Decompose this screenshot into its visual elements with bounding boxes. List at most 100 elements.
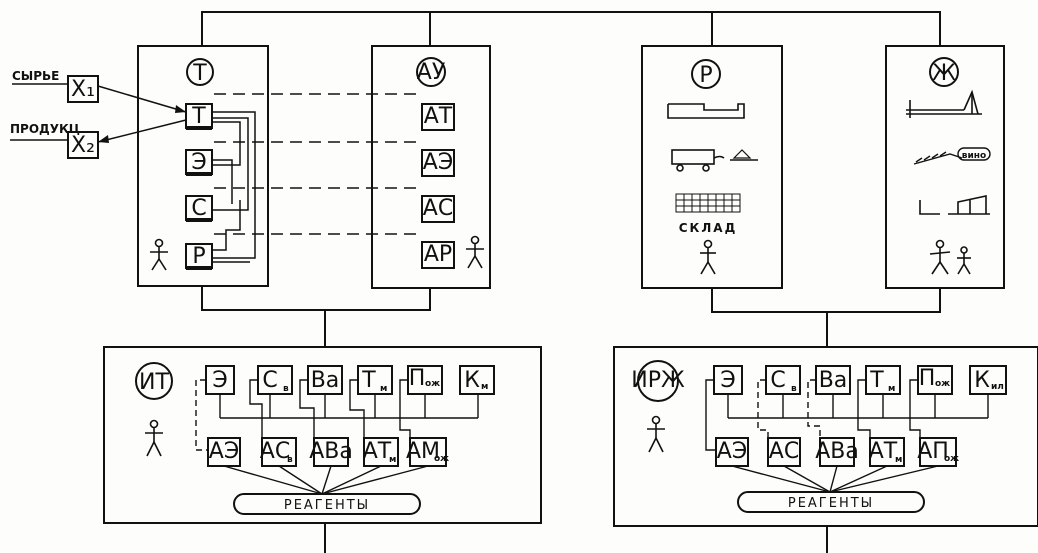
irzh-reagents-label: РЕАГЕНТЫ	[788, 496, 874, 511]
irzh-reagent-lines	[731, 465, 939, 493]
panel-r-circle	[691, 59, 721, 89]
irzh-bottom-1: АЭ	[717, 439, 747, 464]
cart-icon	[671, 149, 758, 172]
t-block-wiring	[212, 111, 256, 263]
it-top-4: Т	[361, 368, 376, 393]
it-top-connections	[195, 379, 479, 451]
au-block-3-label: АС	[423, 196, 453, 221]
panel-zh-circle-label: Ж	[932, 61, 956, 86]
panel-t: Т Т Э С Р	[137, 45, 269, 287]
wine-label: вино	[962, 151, 986, 161]
svg-text:в: в	[283, 384, 289, 394]
panel-zh-circle	[929, 57, 959, 87]
warehouse-icon	[675, 193, 741, 213]
svg-text:м: м	[895, 455, 902, 465]
irzh-bottom-4: АТ	[869, 439, 898, 464]
svg-text:м: м	[481, 382, 488, 392]
irzh-top-5: П	[919, 366, 936, 391]
panel-r: Р СКЛАД	[641, 45, 783, 289]
raw-block-label: X₁	[71, 77, 95, 102]
panel-irzh-circle	[637, 360, 679, 402]
svg-text:в: в	[791, 384, 797, 394]
irzh-person-icon	[647, 415, 665, 453]
irzh-reagents-box	[737, 491, 925, 513]
au-person-icon	[466, 235, 484, 269]
product-arrow	[97, 119, 187, 143]
svg-text:ож: ож	[935, 379, 950, 389]
it-bottom-2: АС	[260, 439, 290, 464]
au-block-4-label: АР	[424, 242, 452, 267]
irzh-bottom-3: АВа	[815, 439, 859, 464]
warehouse-label: СКЛАД	[679, 221, 738, 235]
zh-people-icon	[929, 239, 971, 275]
it-top-1: Э	[212, 368, 227, 393]
irzh-top-6: К	[974, 368, 990, 393]
raw-block	[67, 75, 99, 103]
t-au-links	[214, 93, 422, 235]
it-reagents-label: РЕАГЕНТЫ	[284, 498, 370, 513]
irzh-top-1: Э	[720, 368, 735, 393]
product-block-label: X₂	[71, 133, 95, 158]
au-block-2-label: АЭ	[423, 150, 453, 175]
t-block-4-label: Р	[192, 244, 205, 269]
r-person-icon	[700, 239, 716, 275]
top-bus	[201, 11, 941, 46]
raw-label: СЫРЬЕ	[12, 69, 59, 83]
product-label: ПРОДУКЦ	[10, 122, 80, 136]
svg-text:ил: ил	[991, 382, 1004, 392]
bottling-icon	[913, 147, 991, 165]
it-bottom-4: АТ	[363, 439, 392, 464]
it-bottom-1: АЭ	[209, 439, 239, 464]
irzh-top-4: Т	[869, 368, 884, 393]
panel-r-circle-label: Р	[699, 63, 712, 88]
it-reagents-box	[233, 493, 421, 515]
it-top-5: П	[409, 366, 426, 391]
input-product: ПРОДУКЦ X₂	[10, 119, 187, 159]
au-block-1-label: АТ	[424, 104, 453, 129]
panel-au-circle	[416, 57, 446, 87]
t-block-1-label: Т	[191, 104, 206, 129]
svg-text:ож: ож	[434, 454, 449, 464]
panel-it-circle-label: ИТ	[139, 370, 169, 395]
panel-t-circle	[186, 58, 214, 86]
product-block	[67, 131, 99, 159]
raw-arrow	[97, 85, 187, 113]
panel-t-circle-label: Т	[192, 61, 207, 86]
irzh-bottom-5: АП	[917, 439, 949, 464]
it-bottom-3: АВа	[309, 439, 353, 464]
svg-text:м: м	[380, 384, 387, 394]
it-top-6: К	[464, 368, 480, 393]
irzh-top-2: С	[770, 368, 785, 393]
crane-icon	[906, 89, 982, 118]
svg-text:м: м	[888, 384, 895, 394]
machine-icon	[667, 103, 745, 119]
it-top-2: С	[262, 368, 277, 393]
it-top-3: Ва	[311, 368, 340, 393]
panel-it-circle	[135, 362, 173, 400]
svg-text:ож: ож	[425, 379, 440, 389]
panel-irzh-circle-label: ИРЖ	[631, 368, 685, 393]
input-raw: СЫРЬЕ X₁	[12, 69, 187, 113]
irzh-bottom-2: АС	[769, 439, 799, 464]
irzh-top-3: Ва	[819, 368, 848, 393]
svg-text:в: в	[287, 455, 293, 465]
t-block-2-label: Э	[191, 150, 206, 175]
panel-zh: Ж вино	[885, 45, 1005, 289]
t-block-3-label: С	[191, 196, 206, 221]
middle-bus	[201, 286, 941, 347]
svg-text:м: м	[389, 455, 396, 465]
it-reagent-lines	[223, 465, 429, 495]
panel-au: АУ АТ АЭ АС АР	[371, 45, 491, 289]
bottom-bus	[324, 523, 828, 553]
svg-text:ож: ож	[944, 454, 959, 464]
irzh-top-connections	[705, 379, 989, 451]
it-bottom-5: АМ	[406, 439, 440, 464]
it-person-icon	[145, 419, 163, 457]
panel-au-circle-label: АУ	[417, 60, 446, 85]
operator-person-icon	[150, 238, 168, 271]
